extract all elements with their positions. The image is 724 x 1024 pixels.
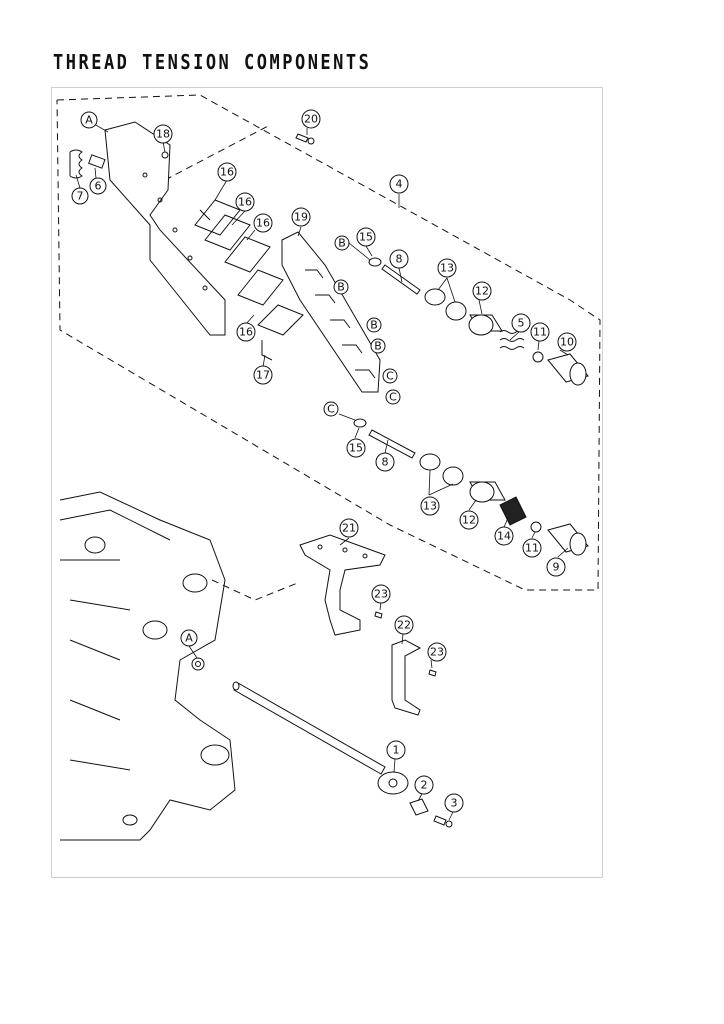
mounting-plate <box>104 121 226 336</box>
bracket-21 <box>299 534 386 636</box>
svg-text:C: C <box>389 391 397 404</box>
svg-text:8: 8 <box>382 456 389 469</box>
callout-c-2: C <box>385 389 401 405</box>
callout-1: 1 <box>386 740 406 760</box>
callout-23-a: 23 <box>371 584 391 604</box>
callout-b-4: B <box>370 338 386 354</box>
svg-text:B: B <box>337 281 345 294</box>
stud-part <box>88 154 106 169</box>
callout-16-a: 16 <box>217 162 237 182</box>
svg-text:10: 10 <box>560 336 574 349</box>
svg-text:B: B <box>338 237 346 250</box>
callout-16-d: 16 <box>236 322 256 342</box>
callout-b-2: B <box>333 279 349 295</box>
bracket-22 <box>391 639 422 716</box>
svg-text:21: 21 <box>342 522 356 535</box>
callout-6: 6 <box>89 177 107 195</box>
svg-text:3: 3 <box>451 797 458 810</box>
svg-text:23: 23 <box>430 646 444 659</box>
screw-part <box>295 133 315 145</box>
svg-text:8: 8 <box>396 253 403 266</box>
svg-text:1: 1 <box>393 744 400 757</box>
callout-18: 18 <box>153 124 173 144</box>
callout-21: 21 <box>339 518 359 538</box>
callout-22: 22 <box>394 615 414 635</box>
screw-23a <box>374 611 383 619</box>
callout-8-a: 8 <box>389 249 409 269</box>
machine-casting <box>59 491 236 841</box>
diagram-panel <box>51 87 603 878</box>
callout-12-b: 12 <box>459 510 479 530</box>
callout-14: 14 <box>494 526 514 546</box>
svg-text:16: 16 <box>256 217 270 230</box>
svg-text:12: 12 <box>475 285 489 298</box>
callout-9: 9 <box>546 557 566 577</box>
svg-text:19: 19 <box>294 211 308 224</box>
callout-c-1: C <box>382 368 398 384</box>
svg-text:C: C <box>386 370 394 383</box>
svg-text:B: B <box>370 319 378 332</box>
callout-c-3: C <box>323 401 339 417</box>
callout-b-1: B <box>334 235 350 251</box>
upper-tension-assembly <box>368 257 589 386</box>
svg-text:14: 14 <box>497 530 511 543</box>
svg-text:9: 9 <box>553 561 560 574</box>
callout-15-b: 15 <box>346 438 366 458</box>
callout-7: 7 <box>71 187 89 205</box>
svg-text:13: 13 <box>423 500 437 513</box>
callout-16-c: 16 <box>253 213 273 233</box>
svg-text:22: 22 <box>397 619 411 632</box>
svg-text:A: A <box>85 114 93 127</box>
callout-19: 19 <box>291 207 311 227</box>
callout-12-a: 12 <box>472 281 492 301</box>
shaft-part <box>232 681 453 828</box>
callout-15-a: 15 <box>356 227 376 247</box>
callout-13-a: 13 <box>437 258 457 278</box>
svg-text:7: 7 <box>77 190 84 203</box>
svg-text:5: 5 <box>518 317 525 330</box>
callout-16-b: 16 <box>235 192 255 212</box>
svg-text:A: A <box>185 632 193 645</box>
svg-text:20: 20 <box>304 113 318 126</box>
svg-text:11: 11 <box>525 542 539 555</box>
svg-text:16: 16 <box>220 166 234 179</box>
svg-text:B: B <box>374 340 382 353</box>
svg-text:15: 15 <box>349 442 363 455</box>
callout-a-lower: A <box>180 629 198 647</box>
callout-8-b: 8 <box>375 452 395 472</box>
svg-text:2: 2 <box>421 779 428 792</box>
svg-text:23: 23 <box>374 588 388 601</box>
callout-13-b: 13 <box>420 496 440 516</box>
svg-text:C: C <box>327 403 335 416</box>
callout-b-3: B <box>366 317 382 333</box>
svg-text:18: 18 <box>156 128 170 141</box>
svg-text:16: 16 <box>238 196 252 209</box>
callout-2: 2 <box>414 775 434 795</box>
callout-10: 10 <box>557 332 577 352</box>
svg-text:16: 16 <box>239 326 253 339</box>
callout-11-a: 11 <box>530 322 550 342</box>
svg-text:6: 6 <box>95 180 102 193</box>
svg-text:17: 17 <box>256 369 270 382</box>
svg-text:11: 11 <box>533 326 547 339</box>
callout-11-b: 11 <box>522 538 542 558</box>
spring-part <box>69 149 83 179</box>
lower-tension-assembly <box>353 418 589 556</box>
callout-20: 20 <box>301 109 321 129</box>
callout-5: 5 <box>511 313 531 333</box>
assembly-boundary <box>56 94 601 591</box>
svg-text:12: 12 <box>462 514 476 527</box>
callout-17: 17 <box>253 365 273 385</box>
callout-3: 3 <box>444 793 464 813</box>
callout-a-upper: A <box>80 111 98 129</box>
svg-text:15: 15 <box>359 231 373 244</box>
page-title: THREAD TENSION COMPONENTS <box>53 51 372 75</box>
svg-text:13: 13 <box>440 262 454 275</box>
callout-23-b: 23 <box>427 642 447 662</box>
screw-23b <box>428 669 437 677</box>
svg-text:4: 4 <box>396 178 403 191</box>
guide-plate <box>281 231 381 393</box>
callout-4: 4 <box>389 174 409 194</box>
